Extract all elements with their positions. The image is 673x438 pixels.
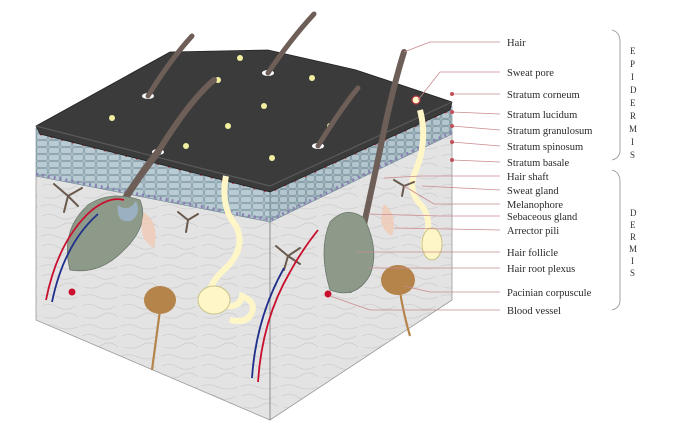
layer-brackets [611,29,621,311]
label-hair: Hair [507,38,526,49]
svg-text:R: R [630,232,636,242]
svg-text:I: I [631,137,634,147]
label-sweat-gland: Sweat gland [507,186,559,197]
svg-text:M: M [629,244,637,254]
label-stratum-granulosum: Stratum granulosum [507,126,592,137]
svg-text:S: S [630,150,635,160]
svg-text:E: E [630,220,636,230]
leader-lines [329,41,501,311]
blood-vessels [45,198,332,383]
label-sweat-pore: Sweat pore [507,68,554,79]
svg-text:R: R [630,111,636,121]
label-blood-vessel: Blood vessel [507,306,561,317]
svg-text:I: I [631,72,634,82]
pacinian-corpuscules [144,265,415,371]
label-arrector-pili: Arrector pili [507,226,559,237]
label-stratum-spinosum: Stratum spinosum [507,142,583,153]
dermis-group-label: D E R M I S [629,208,637,278]
label-stratum-basale: Stratum basale [507,158,569,169]
svg-text:E: E [630,98,636,108]
label-melanophore: Melanophore [507,200,563,211]
structure-labels: Hair Sweat pore Stratum corneum Stratum … [507,38,592,317]
label-sebaceous-gland: Sebaceous gland [507,212,578,223]
svg-text:D: D [630,208,637,218]
label-stratum-corneum: Stratum corneum [507,90,580,101]
svg-text:E: E [630,46,636,56]
sweat-pore-icon [411,95,421,105]
skin-surface [35,49,453,193]
label-pacinian-corpuscule: Pacinian corpuscule [507,288,592,299]
label-hair-root-plexus: Hair root plexus [507,264,575,275]
svg-text:P: P [630,59,635,69]
svg-text:D: D [630,85,637,95]
svg-text:S: S [630,268,635,278]
svg-text:M: M [629,124,637,134]
label-hair-shaft: Hair shaft [507,172,549,183]
melanophores [53,179,415,271]
svg-text:I: I [631,256,634,266]
label-hair-follicle: Hair follicle [507,248,558,259]
epidermis-group-label: E P I D E R M I S [629,46,637,160]
label-stratum-lucidum: Stratum lucidum [507,110,577,121]
